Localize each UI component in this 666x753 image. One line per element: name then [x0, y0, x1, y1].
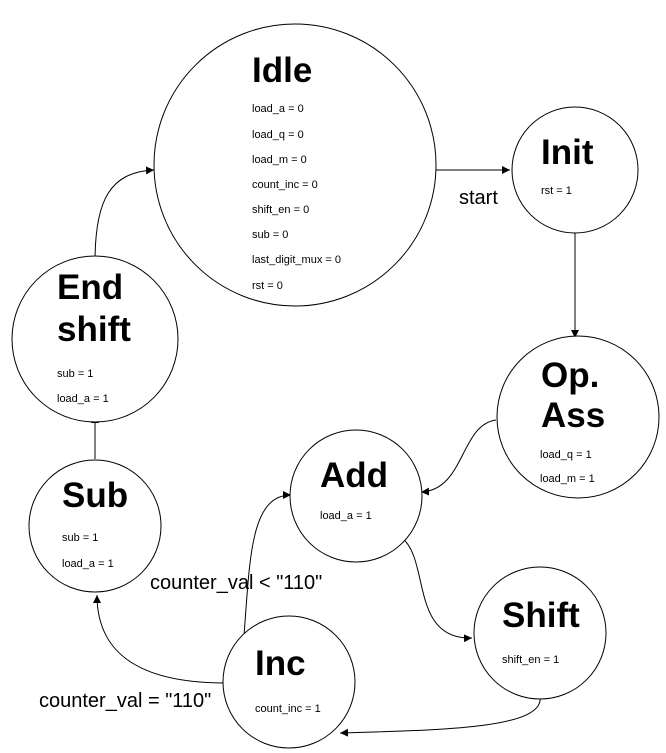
edge-endshift-to-idle: [94, 166, 155, 263]
idle-assignment: load_m = 0: [252, 154, 307, 166]
state-shift-name: Shift: [502, 596, 580, 635]
edge-shift-to-inc: [339, 696, 541, 737]
state-inc[interactable]: Inc count_inc = 1: [222, 615, 356, 749]
idle-assignment: load_q = 0: [252, 129, 304, 141]
state-inc-name: Inc: [255, 644, 306, 683]
end-shift-assignment: load_a = 1: [57, 393, 109, 405]
state-init-name: Init: [541, 133, 594, 172]
edge-label-counter-eq: counter_val = "110": [39, 690, 211, 712]
idle-assignment: last_digit_mux = 0: [252, 254, 341, 266]
state-end-shift-name-line1: End: [57, 268, 123, 307]
op-ass-assignment: load_m = 1: [540, 473, 595, 485]
edge-label-start: start: [459, 187, 498, 209]
idle-assignment: load_a = 0: [252, 103, 304, 115]
state-add-name: Add: [320, 456, 388, 495]
state-end-shift-name-line2: shift: [57, 310, 131, 349]
state-op-ass-name-line2: Ass: [541, 396, 605, 435]
edge-add-to-shift: [401, 537, 473, 643]
state-idle-name: Idle: [252, 51, 312, 90]
op-ass-assignment: load_q = 1: [540, 449, 592, 461]
edge-inc-to-add: [243, 491, 292, 636]
state-end-shift[interactable]: End shift sub = 1 load_a = 1: [11, 255, 179, 423]
state-init[interactable]: Init rst = 1: [511, 106, 639, 234]
state-sub-name: Sub: [62, 476, 128, 515]
state-idle[interactable]: Idle load_a = 0 load_q = 0 load_m = 0 co…: [153, 23, 437, 307]
init-assignment: rst = 1: [541, 185, 572, 197]
state-sub[interactable]: Sub sub = 1 load_a = 1: [28, 459, 162, 593]
edge-opass-to-add: [420, 419, 497, 496]
state-add[interactable]: Add load_a = 1: [289, 429, 423, 563]
edge-label-counter-lt: counter_val < "110": [150, 572, 322, 594]
state-op-ass[interactable]: Op. Ass load_q = 1 load_m = 1: [496, 335, 660, 499]
sub-assignment: load_a = 1: [62, 558, 114, 570]
state-op-ass-name-line1: Op.: [541, 356, 599, 395]
idle-assignment: count_inc = 0: [252, 179, 318, 191]
state-shift[interactable]: Shift shift_en = 1: [473, 566, 607, 700]
add-assignment: load_a = 1: [320, 510, 372, 522]
idle-assignment: shift_en = 0: [252, 204, 309, 216]
idle-assignment: sub = 0: [252, 229, 288, 241]
shift-assignment: shift_en = 1: [502, 654, 559, 666]
inc-assignment: count_inc = 1: [255, 703, 321, 715]
idle-assignment: rst = 0: [252, 280, 283, 292]
edge-inc-to-sub: [93, 594, 226, 684]
end-shift-assignment: sub = 1: [57, 368, 93, 380]
sub-assignment: sub = 1: [62, 532, 98, 544]
